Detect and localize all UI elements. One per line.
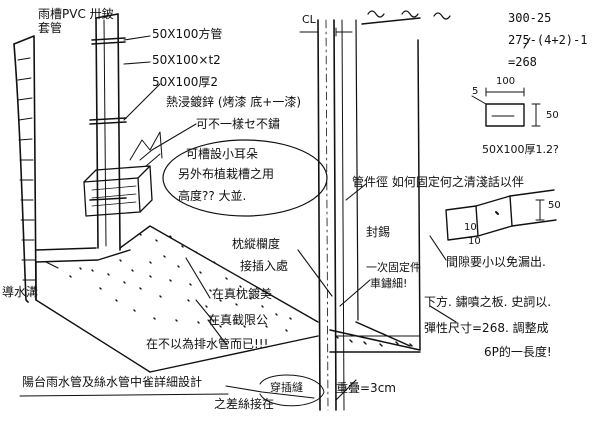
bracket-detail	[445, 189, 557, 241]
label-seam: 穿插縫	[270, 381, 303, 394]
leader-lines-left	[45, 35, 227, 345]
label-bottom-right-3: 6P的一長度!	[484, 345, 552, 359]
caption-line-1: 陽台雨水管及絲水管中雀詳細設計	[22, 375, 203, 389]
label-cl: CL	[302, 13, 316, 26]
caption-line-2: 之差絲接在	[214, 397, 275, 411]
bubble-text-2: 另外布植栽槽之用	[178, 167, 275, 181]
dim-5: 5	[472, 86, 479, 97]
planter-box	[83, 131, 163, 217]
label-plate-1: 50X100×t2	[152, 53, 221, 67]
wall-hatch-top	[367, 10, 451, 20]
bubble-text-3: 高度?? 大並.	[178, 189, 247, 203]
bubble-text-1: 可槽設小耳朵	[186, 147, 259, 161]
label-pipe-size: 50X100方管	[152, 27, 223, 41]
calc-line-1: 300-25	[508, 11, 552, 25]
dim-100: 100	[496, 76, 516, 87]
label-frame-2: 接插入處	[240, 259, 289, 273]
label-frame-1: 枕縱欄度	[232, 237, 281, 251]
label-rain-pvc: 雨槽PVC 卅鈹 套管	[38, 7, 114, 35]
label-overlap: 重疊=3cm	[336, 381, 396, 395]
dim-50: 50	[546, 110, 559, 121]
gravel-texture	[69, 233, 292, 332]
label-seal: 封錫	[366, 225, 391, 239]
section-column	[317, 19, 359, 411]
label-slope: 在不以為排水管而已!!!	[146, 337, 269, 351]
left-wall	[13, 35, 37, 303]
calc-line-2: 275-(4+2)-1	[508, 33, 588, 47]
dim-right-50: 50	[548, 200, 561, 211]
label-pipe-fix: 管件徑 如何固定何之清淺話以伴	[352, 175, 524, 189]
ground-slab	[35, 225, 319, 373]
label-galvanize: 熱浸鍍鋅 (烤漆 底+一漆)	[166, 95, 302, 109]
label-ridge-beauty: 在真枕鍍美	[212, 287, 273, 301]
label-plate-2: 50X100厚2	[152, 75, 219, 89]
calc-line-3: =268	[508, 55, 537, 69]
wall-right	[355, 17, 421, 351]
label-section-size: 50X100厚1.2?	[482, 143, 559, 156]
label-drain-ditch: 導水溝	[2, 285, 39, 299]
label-bottom-right-1: 下方. 鏽噴之板. 史詞以.	[424, 295, 552, 309]
right-leaders	[429, 235, 457, 323]
label-once-fix-2: 車鏽細!	[370, 277, 408, 290]
dim-right-10: 10	[464, 222, 477, 233]
section-leaders	[225, 183, 371, 401]
label-once-fix-1: 一次固定件	[366, 261, 421, 274]
rect-section-detail	[471, 87, 541, 127]
label-gap: 間隙要小以免漏出.	[446, 255, 546, 269]
calc-arrows	[523, 37, 531, 49]
label-welded: 可不一樣セ不鏽	[196, 117, 281, 131]
floor-slab	[329, 329, 421, 353]
caption-underline	[19, 393, 229, 397]
seam-circle	[259, 374, 325, 407]
label-drainage-safe: 在真截限公	[208, 313, 269, 327]
dim-right-10b: 10	[468, 236, 481, 247]
downpipe	[89, 13, 127, 251]
cl-dimension	[299, 27, 353, 37]
label-bottom-right-2: 彈性尺寸=268. 調整成	[424, 321, 549, 335]
